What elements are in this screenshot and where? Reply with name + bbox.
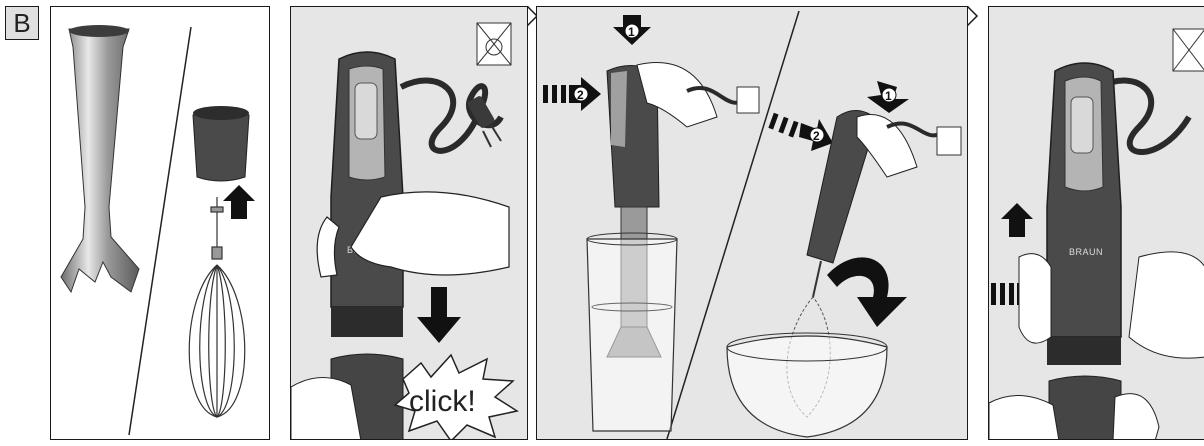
svg-text:2: 2 bbox=[577, 88, 584, 102]
down-arrow-icon bbox=[417, 287, 461, 343]
beaker bbox=[587, 239, 677, 431]
no-dishwasher-icon bbox=[1173, 29, 1204, 71]
panel-operate: 1 2 1 2 bbox=[536, 6, 968, 440]
no-dishwasher-icon bbox=[477, 23, 511, 65]
whisk bbox=[189, 197, 245, 417]
rotate-arrow-icon bbox=[827, 257, 907, 327]
lower-hand bbox=[291, 377, 361, 440]
panel-attach-motor: BRAUN click! bbox=[290, 6, 528, 440]
whisk-gearbox bbox=[193, 106, 249, 181]
operate-illustration: 1 2 1 2 bbox=[537, 7, 968, 440]
attach-illustration: BRAUN click! bbox=[291, 7, 528, 440]
attachments-illustration bbox=[51, 7, 270, 440]
lower-right-hand bbox=[1113, 394, 1159, 440]
panel-attachments bbox=[50, 6, 270, 440]
speed-switch bbox=[1071, 97, 1093, 153]
right-hand bbox=[1129, 252, 1204, 358]
shaft-top bbox=[1049, 376, 1121, 440]
section-label: B bbox=[5, 6, 39, 40]
panel-detach: BRAUN bbox=[988, 6, 1204, 440]
svg-text:2: 2 bbox=[813, 129, 820, 143]
wall-socket-icon bbox=[937, 127, 961, 155]
mixing-bowl bbox=[727, 336, 887, 437]
step1-down-arrow: 1 bbox=[613, 15, 651, 45]
left-hand bbox=[1019, 254, 1051, 343]
svg-text:1: 1 bbox=[885, 89, 892, 103]
divider-line bbox=[129, 27, 191, 435]
coupler-ring bbox=[1047, 337, 1121, 365]
click-label: click! bbox=[409, 385, 476, 418]
wall-socket-icon bbox=[737, 87, 759, 113]
panel-connector bbox=[967, 6, 989, 28]
up-arrow-icon bbox=[223, 185, 255, 219]
brand-logo: BRAUN bbox=[1069, 247, 1103, 257]
whisk-rod bbox=[813, 261, 821, 297]
step2-right-arrow: 2 bbox=[543, 77, 601, 111]
step1-arrow-right: 1 bbox=[867, 81, 909, 113]
up-arrow-icon bbox=[1001, 203, 1033, 237]
blender-shaft bbox=[61, 25, 139, 292]
detach-illustration: BRAUN bbox=[989, 7, 1204, 440]
step2-arrow-right: 2 bbox=[768, 113, 833, 151]
svg-text:1: 1 bbox=[628, 25, 635, 39]
blender-button bbox=[611, 71, 627, 147]
